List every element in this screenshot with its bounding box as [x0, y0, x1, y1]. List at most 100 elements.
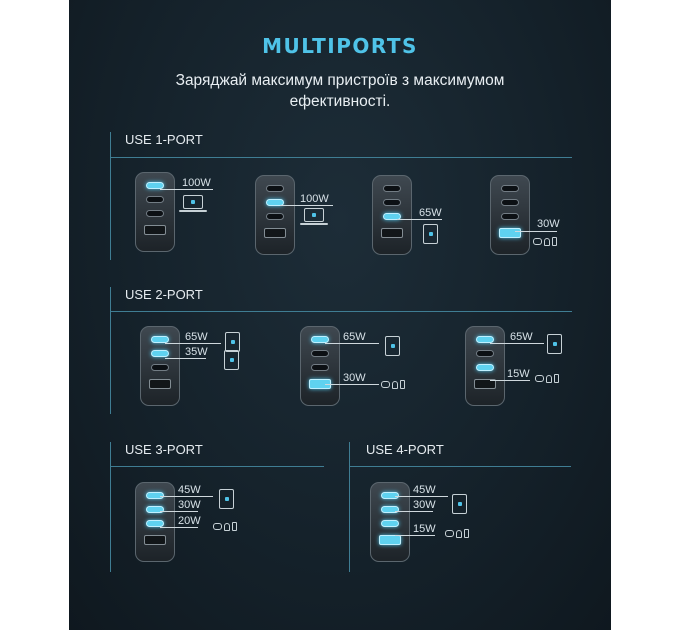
wattage-label: 30W — [537, 218, 560, 230]
bolt-icon — [457, 502, 462, 506]
cable-line — [490, 380, 530, 381]
usb-c-port-icon — [383, 199, 401, 206]
usb-c-port-icon — [501, 213, 519, 220]
charger-icon — [135, 172, 175, 252]
wattage-label: 15W — [413, 523, 436, 535]
wattage-label: 20W — [178, 515, 201, 527]
cable-line — [395, 535, 435, 536]
charger-icon — [370, 482, 410, 562]
cable-line — [165, 343, 221, 344]
phone-icon — [552, 237, 557, 246]
wattage-label: 30W — [178, 499, 201, 511]
charger-icon — [465, 326, 505, 406]
cable-line — [280, 205, 333, 206]
bolt-icon — [428, 232, 433, 236]
usb-c-port-icon — [151, 336, 169, 343]
cable-line — [325, 384, 379, 385]
earbuds-icon — [392, 380, 398, 389]
wattage-label: 65W — [185, 331, 208, 343]
wattage-label: 100W — [300, 193, 329, 205]
earbuds-icon — [456, 529, 462, 538]
usb-c-port-icon — [476, 350, 494, 357]
usb-c-port-icon — [146, 210, 164, 217]
wattage-label: 65W — [419, 207, 442, 219]
wattage-label: 65W — [343, 331, 366, 343]
tablet-icon — [224, 350, 239, 370]
usb-c-port-icon — [151, 350, 169, 357]
phone-icon — [232, 522, 237, 531]
usb-c-port-icon — [476, 364, 494, 371]
cable-line — [395, 496, 448, 497]
wattage-label: 30W — [343, 372, 366, 384]
usb-c-port-icon — [311, 350, 329, 357]
usb-a-port-icon — [381, 228, 403, 238]
cable-line — [325, 343, 379, 344]
cable-line — [160, 189, 213, 190]
wattage-label: 35W — [185, 346, 208, 358]
wattage-label: 30W — [413, 499, 436, 511]
accessory-icons — [213, 522, 237, 531]
earbuds-icon — [546, 374, 552, 383]
tablet-icon — [225, 332, 240, 352]
cable-line — [165, 358, 206, 359]
laptop-icon — [300, 208, 328, 225]
cable-line — [395, 511, 433, 512]
usb-c-port-icon — [146, 196, 164, 203]
wattage-label: 45W — [178, 484, 201, 496]
accessory-icons — [445, 529, 469, 538]
section-divider-vertical — [110, 287, 111, 414]
tablet-icon — [423, 224, 438, 244]
tablet-icon — [385, 336, 400, 356]
cable-line — [397, 219, 442, 220]
cable-line — [490, 343, 544, 344]
cable-line — [160, 511, 198, 512]
section-label-1-port: USE 1-PORT — [125, 132, 203, 147]
watch-icon — [533, 238, 542, 245]
usb-c-port-icon — [266, 199, 284, 206]
usb-a-port-icon — [264, 228, 286, 238]
section-label-3-port: USE 3-PORT — [125, 442, 203, 457]
cable-line — [160, 496, 213, 497]
bolt-icon — [230, 340, 235, 344]
usb-a-port-icon — [474, 379, 496, 389]
charger-icon — [255, 175, 295, 255]
charger-icon — [140, 326, 180, 406]
usb-a-port-icon — [149, 379, 171, 389]
section-divider-vertical — [110, 442, 111, 572]
charger-icon — [300, 326, 340, 406]
watch-icon — [381, 381, 390, 388]
section-divider-vertical — [349, 442, 350, 572]
usb-c-port-icon — [266, 185, 284, 192]
phone-icon — [464, 529, 469, 538]
section-divider-horizontal — [349, 466, 571, 467]
usb-c-port-icon — [501, 199, 519, 206]
tablet-icon — [452, 494, 467, 514]
cable-line — [515, 231, 557, 232]
usb-c-port-icon — [146, 506, 164, 513]
watch-icon — [213, 523, 222, 530]
bolt-icon — [552, 342, 557, 346]
usb-c-port-icon — [311, 336, 329, 343]
usb-c-port-icon — [146, 520, 164, 527]
usb-c-port-icon — [266, 213, 284, 220]
section-divider-horizontal — [110, 466, 324, 467]
charger-icon — [372, 175, 412, 255]
wattage-label: 45W — [413, 484, 436, 496]
multiport-infographic: MULTIPORTS Заряджай максимум пристроїв з… — [69, 0, 611, 630]
bolt-icon — [224, 497, 229, 501]
section-label-2-port: USE 2-PORT — [125, 287, 203, 302]
bolt-icon — [191, 200, 195, 204]
accessory-icons — [533, 237, 557, 246]
usb-a-port-icon — [379, 535, 401, 545]
usb-c-port-icon — [476, 336, 494, 343]
usb-a-port-icon — [144, 535, 166, 545]
bolt-icon — [229, 358, 234, 362]
earbuds-icon — [224, 522, 230, 531]
charger-icon — [490, 175, 530, 255]
bolt-icon — [390, 344, 395, 348]
earbuds-icon — [544, 237, 550, 246]
laptop-icon — [179, 195, 207, 212]
cable-line — [160, 527, 198, 528]
page-title: MULTIPORTS — [262, 34, 418, 58]
watch-icon — [535, 375, 544, 382]
